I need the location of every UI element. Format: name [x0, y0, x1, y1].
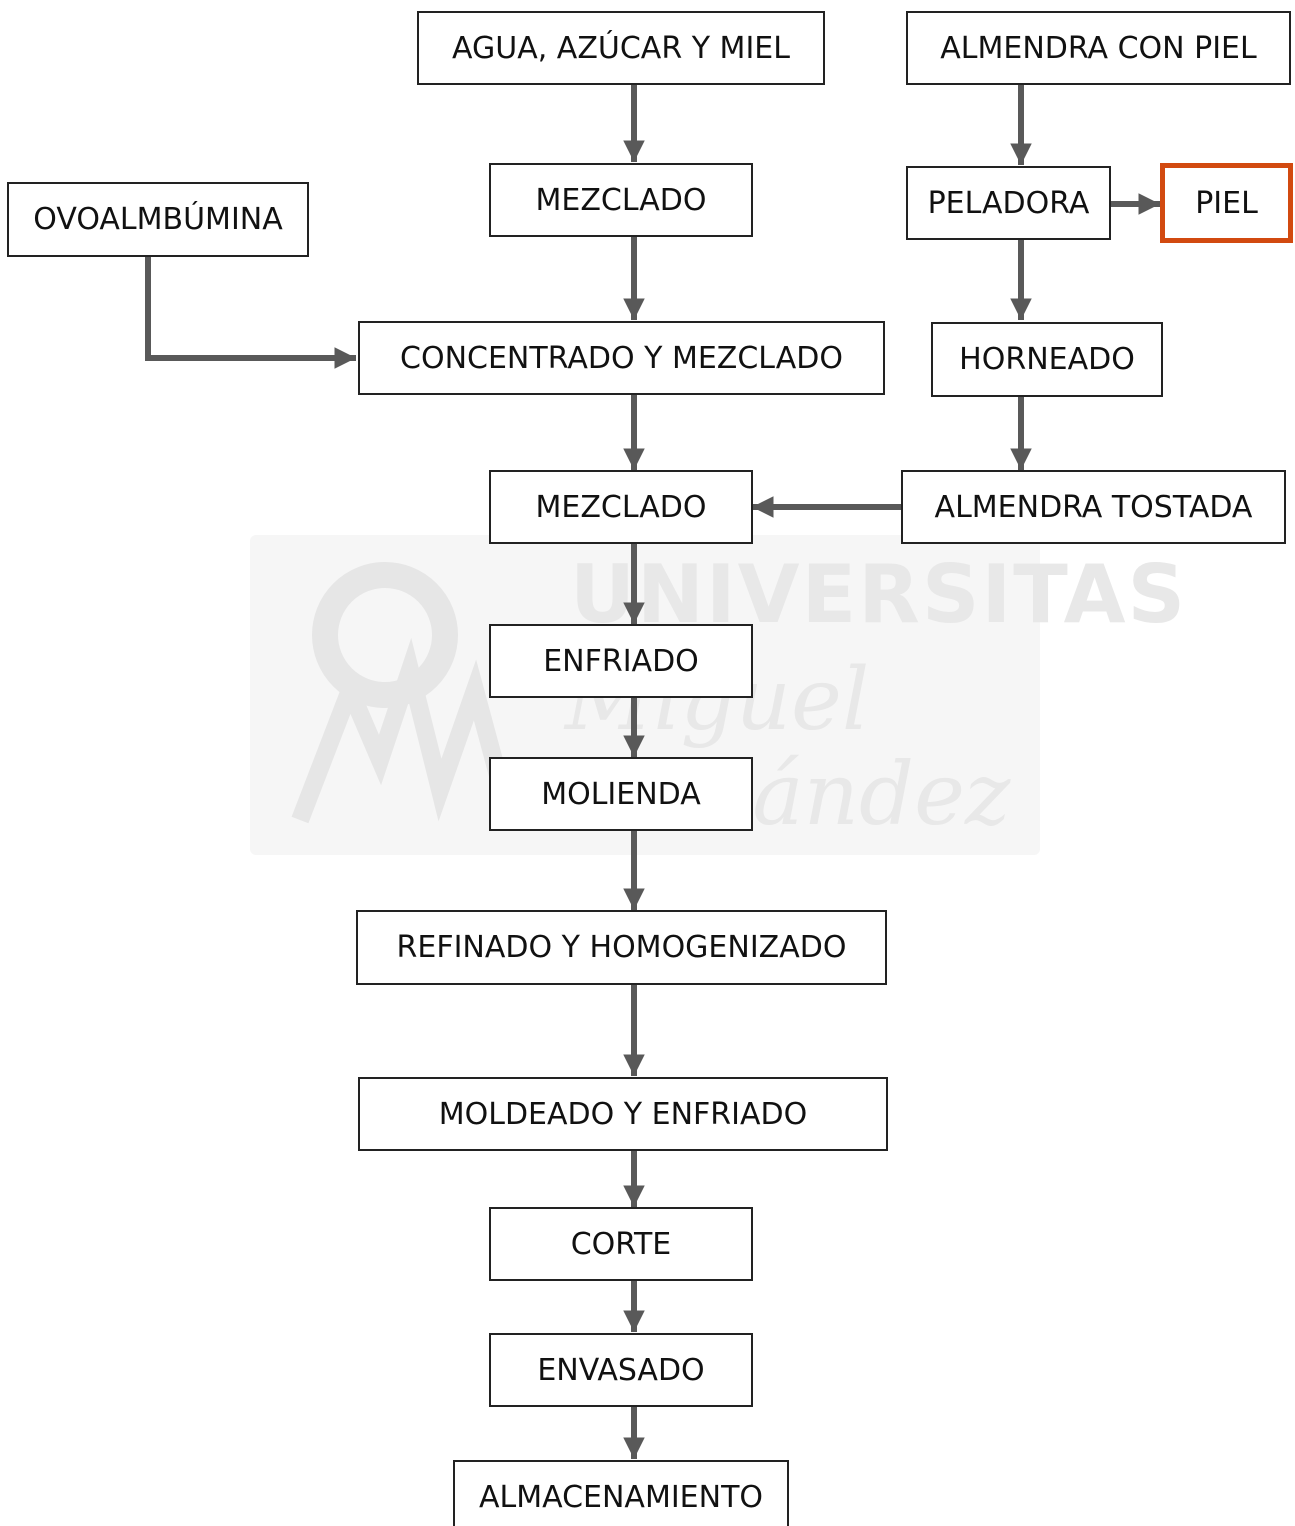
node-horneado: HORNEADO [931, 322, 1163, 397]
node-corte: CORTE [489, 1207, 753, 1281]
node-enfriado: ENFRIADO [489, 624, 753, 698]
edge-ovoalbumina-to-concentrado [145, 257, 356, 369]
node-mezclado-2: MEZCLADO [489, 470, 753, 544]
node-mezclado-1: MEZCLADO [489, 163, 753, 237]
node-agua-azucar-miel: AGUA, AZÚCAR Y MIEL [417, 11, 825, 85]
node-refinado-homogenizado: REFINADO Y HOMOGENIZADO [356, 910, 887, 985]
node-peladora: PELADORA [906, 166, 1111, 240]
node-moldeado-enfriado: MOLDEADO Y ENFRIADO [358, 1077, 888, 1151]
node-ovoalbumina: OVOALMBÚMINA [7, 182, 309, 257]
node-almendra-con-piel: ALMENDRA CON PIEL [906, 11, 1291, 85]
node-almendra-tostada: ALMENDRA TOSTADA [901, 470, 1286, 544]
node-almacenamiento: ALMACENAMIENTO [453, 1460, 789, 1526]
node-molienda: MOLIENDA [489, 757, 753, 831]
node-envasado: ENVASADO [489, 1333, 753, 1407]
node-piel: PIEL [1160, 163, 1293, 243]
node-concentrado-mezclado: CONCENTRADO Y MEZCLADO [358, 321, 885, 395]
watermark-seal-icon [291, 562, 519, 824]
